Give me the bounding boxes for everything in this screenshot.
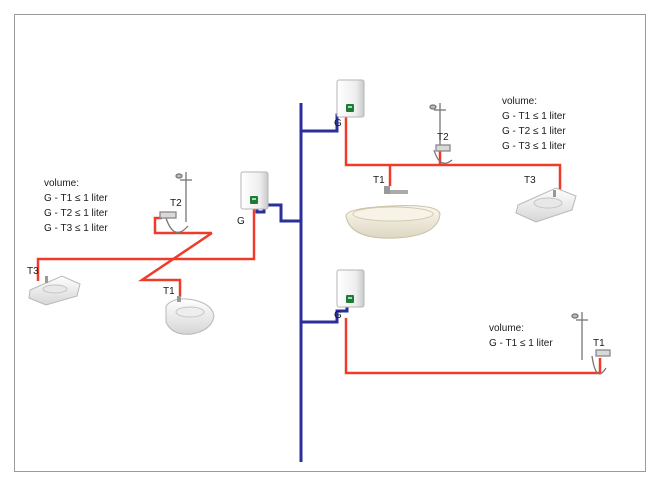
bidet-left bbox=[165, 296, 215, 335]
shower-top bbox=[429, 103, 453, 164]
volume-line: G - T2 ≤ 1 liter bbox=[502, 126, 566, 137]
shower-icon bbox=[571, 312, 611, 375]
volume-box-top-right: volume: G - T1 ≤ 1 liter G - T2 ≤ 1 lite… bbox=[502, 96, 566, 152]
label-t1-bottom: T1 bbox=[593, 338, 605, 349]
label-t1-top: T1 bbox=[373, 175, 385, 186]
volume-line: G - T3 ≤ 1 liter bbox=[502, 141, 566, 152]
label-t1-left: T1 bbox=[163, 286, 175, 297]
shower-left bbox=[159, 172, 192, 234]
shower-icon bbox=[159, 172, 192, 234]
washbasin-left bbox=[28, 275, 81, 306]
bidet-icon bbox=[165, 296, 215, 335]
branch-bottom-heater bbox=[301, 303, 349, 324]
water-heater-icon bbox=[240, 171, 269, 210]
volume-line: G - T1 ≤ 1 liter bbox=[44, 193, 108, 204]
label-g-top: G bbox=[334, 118, 342, 129]
water-heater-left bbox=[240, 171, 269, 210]
hot-pipe-top bbox=[344, 117, 562, 192]
volume-box-bottom-right: volume: G - T1 ≤ 1 liter bbox=[489, 323, 553, 349]
shower-icon bbox=[429, 103, 453, 164]
volume-title: volume: bbox=[489, 323, 524, 334]
water-heater-bottom bbox=[336, 269, 365, 308]
bathtub-top bbox=[345, 186, 441, 239]
label-t3-left: T3 bbox=[27, 266, 39, 277]
volume-line: G - T1 ≤ 1 liter bbox=[489, 338, 553, 349]
label-t3-top: T3 bbox=[524, 175, 536, 186]
hot-pipe-bottom bbox=[344, 318, 602, 375]
washbasin-top-right bbox=[515, 187, 577, 223]
volume-box-left: volume: G - T1 ≤ 1 liter G - T2 ≤ 1 lite… bbox=[44, 178, 108, 234]
volume-title: volume: bbox=[44, 178, 79, 189]
washbasin-icon bbox=[28, 275, 81, 306]
label-g-left: G bbox=[237, 216, 245, 227]
label-t2-left: T2 bbox=[170, 198, 182, 209]
volume-line: G - T3 ≤ 1 liter bbox=[44, 223, 108, 234]
label-g-bottom: G bbox=[334, 310, 342, 321]
hot-pipe-left-t2 bbox=[153, 216, 212, 235]
volume-title: volume: bbox=[502, 96, 537, 107]
bathtub-icon bbox=[345, 186, 441, 239]
water-heater-top bbox=[336, 79, 365, 118]
washbasin-icon bbox=[515, 187, 577, 223]
volume-line: G - T2 ≤ 1 liter bbox=[44, 208, 108, 219]
water-heater-icon bbox=[336, 269, 365, 308]
hot-water-pipes bbox=[36, 117, 602, 375]
volume-line: G - T1 ≤ 1 liter bbox=[502, 111, 566, 122]
main-supply-pipes bbox=[255, 103, 351, 462]
hot-pipe-left bbox=[36, 207, 256, 281]
water-heater-icon bbox=[336, 79, 365, 118]
shower-bottom-right bbox=[571, 312, 611, 375]
point-labels: G G G T2 T1 T3 T2 T3 T1 T1 bbox=[27, 118, 605, 349]
label-t2-top: T2 bbox=[437, 132, 449, 143]
hot-pipe-left-z bbox=[137, 231, 213, 297]
diagram-frame bbox=[14, 14, 646, 472]
